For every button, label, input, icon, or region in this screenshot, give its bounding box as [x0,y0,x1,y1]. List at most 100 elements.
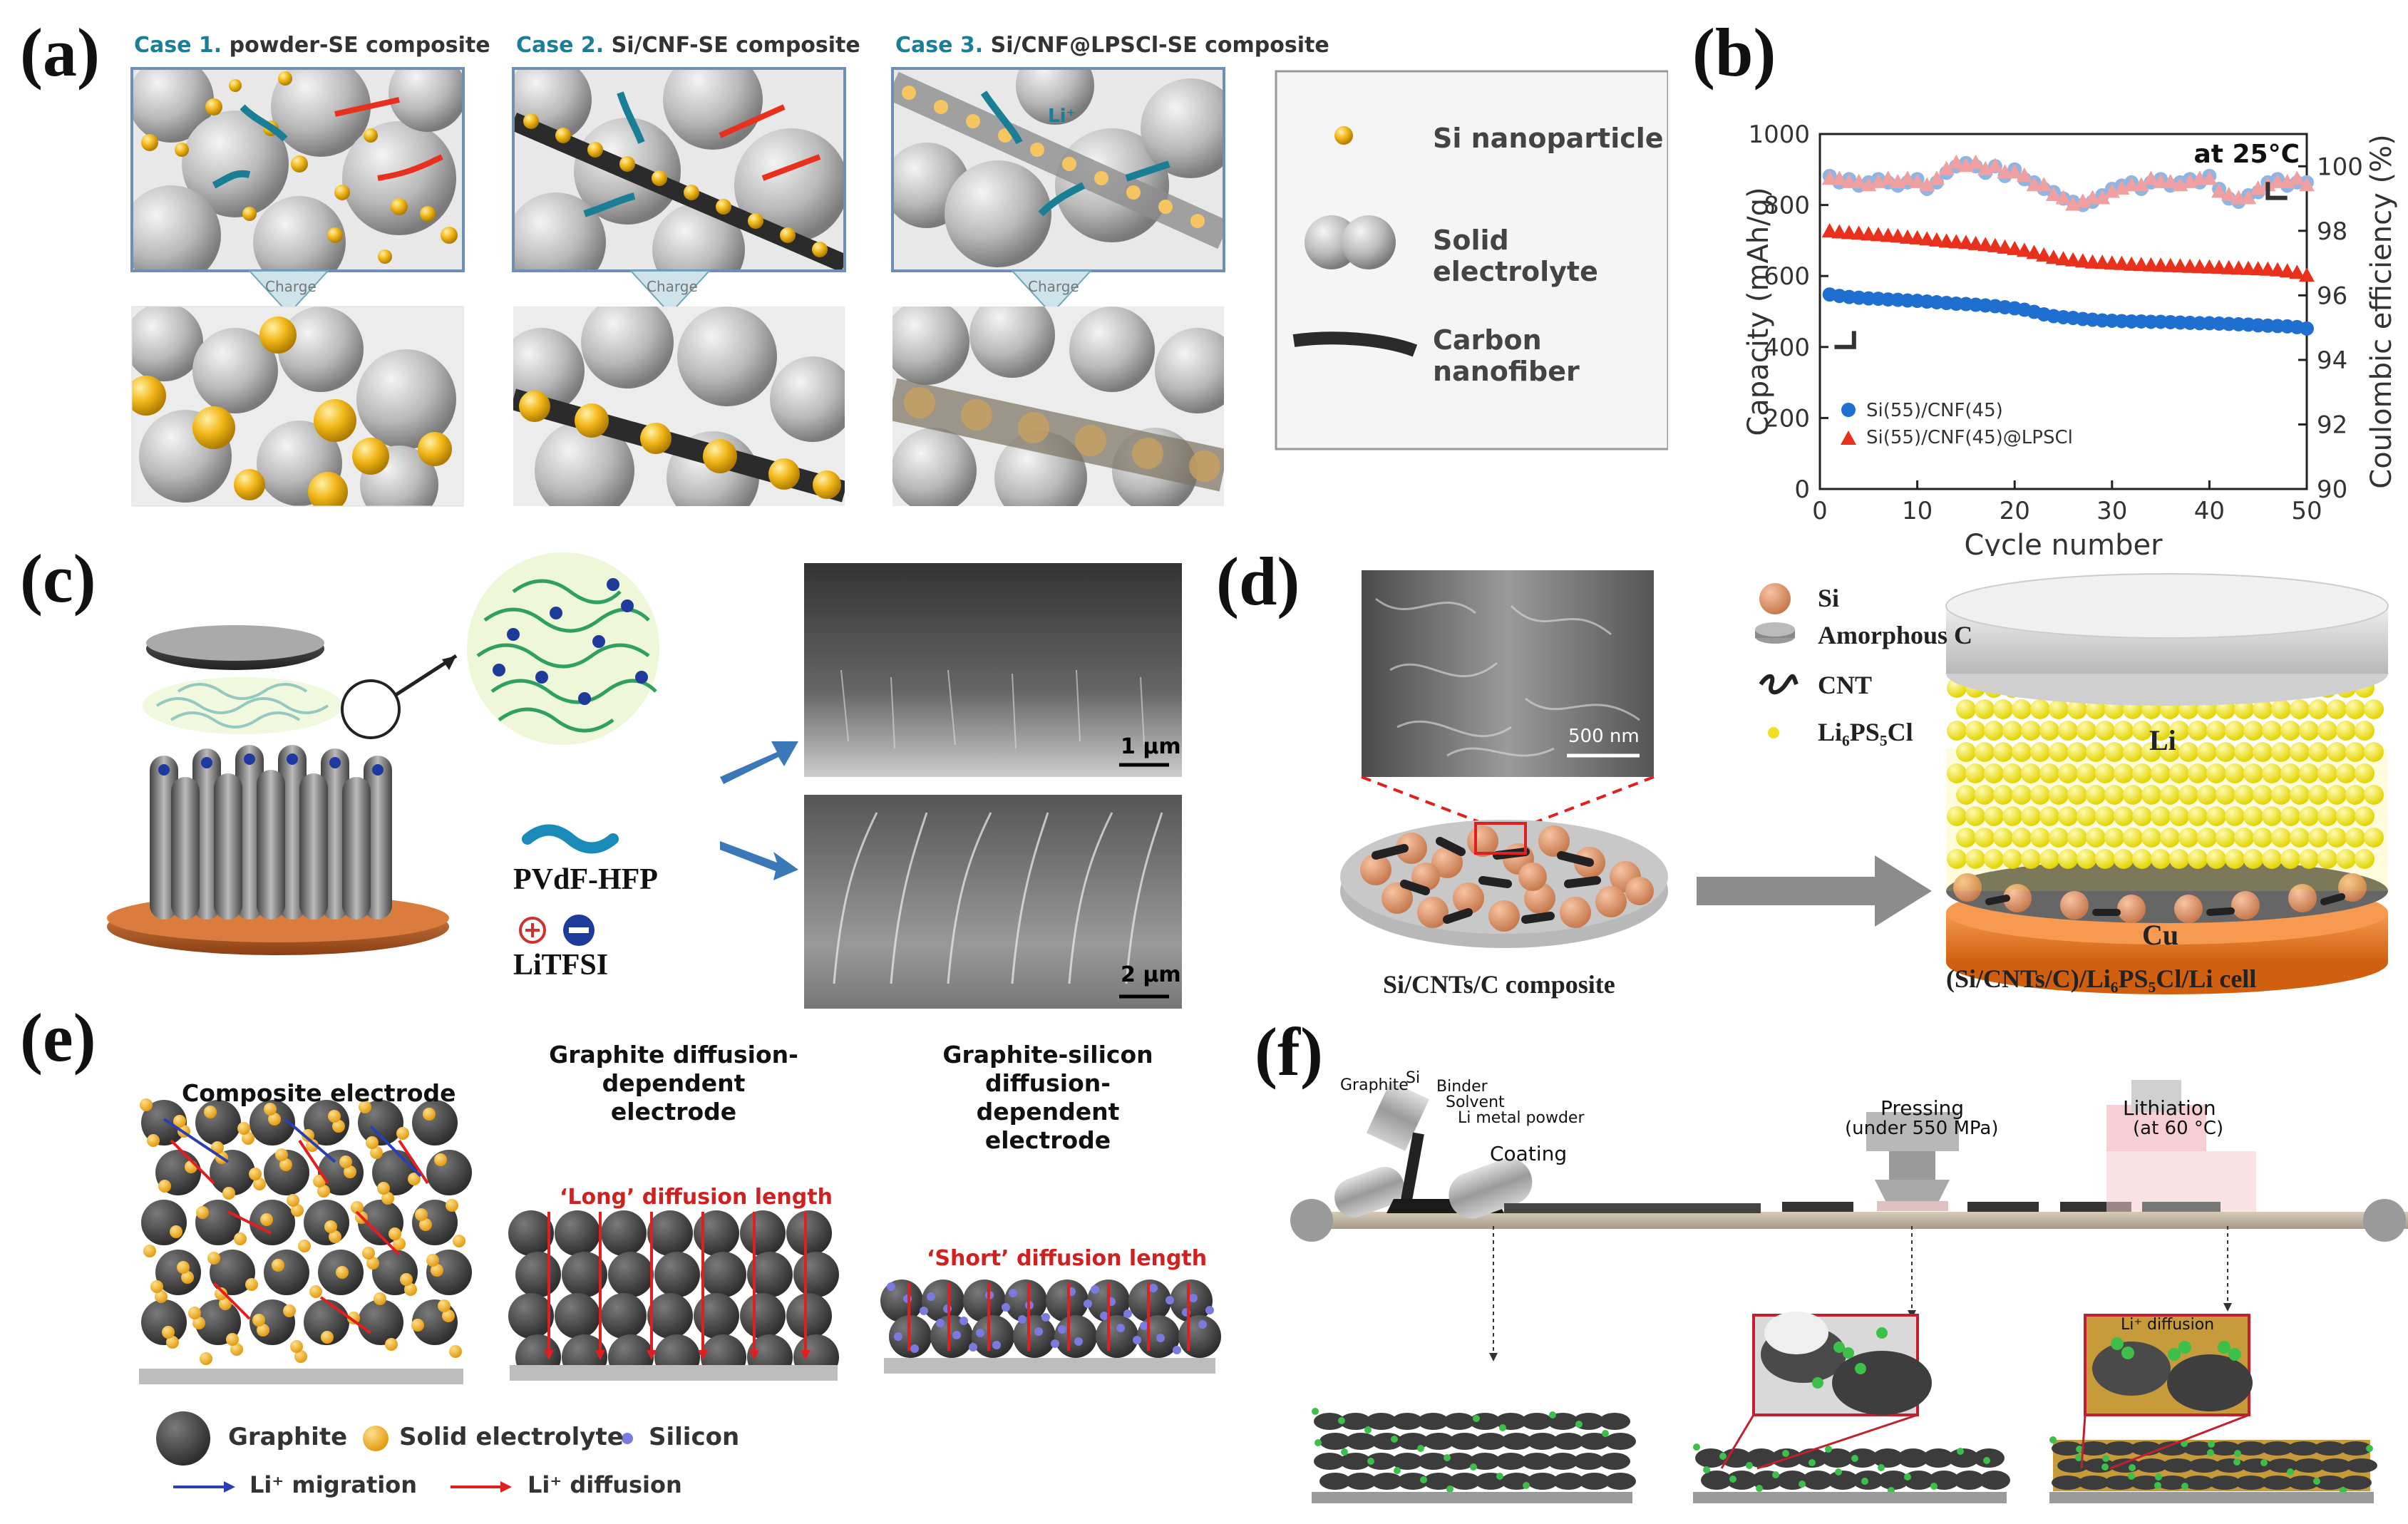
lpscl-particle [2290,699,2310,719]
graphite-particle [601,1210,647,1256]
graphite-flake [2077,1476,2109,1490]
graphite-flake [1314,1453,1345,1470]
se-particle [317,1185,330,1198]
panel-e-illustration [139,1098,1221,1493]
lpscl-particle [2262,849,2282,869]
lpscl-particle [2345,699,2365,719]
lpscl-particle [2262,721,2282,741]
lpscl-particle [1984,806,2004,826]
graphite-flake [2104,1441,2136,1456]
graphite-flake [1423,1433,1455,1450]
graphite-particle [880,1280,923,1322]
lpscl-particle [2355,849,2374,869]
lpscl-particle [2086,742,2106,762]
lpscl-particle [2123,785,2143,805]
graphite-flake [1878,1471,1910,1490]
graphite-particle [141,1299,187,1345]
lpscl-particle [2327,828,2347,848]
se-particle [313,1175,326,1188]
lpscl-particle [2364,785,2384,805]
graphite-flake [2235,1476,2267,1490]
lpscl-particle [2002,763,2022,783]
x-tick-label: 10 [1902,497,1933,525]
lpscl-particle [1956,785,1976,805]
data-point [2143,170,2159,185]
graphite-flake [1573,1453,1605,1470]
lpscl-particle [2067,699,2087,719]
diffusion-arrowhead [647,1350,657,1360]
left-axis-indicator [1834,331,1856,349]
charge-label-2: Charge [647,278,698,295]
se-particle [234,1232,247,1245]
lpscl-particle [2225,763,2245,783]
panel-c-illustration [107,552,1182,1009]
diffusion-arrow [298,1139,329,1185]
graphite-flake [1599,1453,1630,1470]
graphite-particle [515,1252,561,1297]
se-particle [230,1343,243,1356]
si-particle [1364,1426,1372,1433]
graphite-particle [426,1150,472,1195]
lithiation-label: Lithiation [2123,1096,2216,1120]
silicon-particle [992,1341,1001,1349]
silicon-particle [927,1292,935,1301]
lpscl-particle [2345,828,2365,848]
se-particle [181,1271,194,1284]
lpscl-particle [2141,828,2161,848]
se-particle [158,1180,171,1193]
lpscl-particle [2225,849,2245,869]
cu-layer-label: Cu [2142,919,2179,951]
data-point [2007,164,2023,179]
diffusion-arrow [212,1282,251,1320]
silicon-particle [1074,1337,1083,1346]
graphite-flake [1872,1448,1904,1468]
pvdf-swatch [522,824,619,854]
graphite-particle [555,1210,600,1256]
lpscl-particle [2077,806,2096,826]
data-point [1938,233,1955,248]
graphite-particle [701,1252,746,1297]
lpscl-particle [2271,785,2291,805]
se-particle [377,1182,390,1195]
data-point [1987,237,2003,252]
graphite-silicon-electrode-title: Graphite-silicon diffusion-dependent ele… [942,1041,1153,1154]
graphite-flake [1605,1473,1636,1490]
data-point [1977,237,1994,252]
series-3 [1821,154,2315,211]
lpscl-particle [2030,828,2050,848]
se-particle [359,1101,371,1113]
lpscl-particle [2141,785,2161,805]
silicon-particle [1166,1296,1174,1304]
case1-title: Case 1. powder-SE composite [134,33,490,58]
graphite-flake [2288,1476,2320,1490]
lpscl-particle [2317,721,2337,741]
data-point [1880,170,1896,185]
data-point [1861,226,1877,241]
graphite-flake [2314,1441,2346,1456]
graphite-swatch [156,1411,210,1466]
si-particle [2181,1483,2188,1490]
plot-frame [1818,133,2308,490]
graphite-flake [2235,1441,2267,1456]
diffusion-arrowhead [801,1350,811,1360]
solid-electrolyte-swatch-e [363,1426,389,1451]
lithiation-condition: (at 60 °C) [2133,1118,2224,1139]
data-point [1821,222,1838,237]
lpscl-particle [2243,721,2263,741]
graphite-particle [210,1250,255,1295]
data-point [2299,177,2315,192]
graphite-flake [2340,1441,2372,1456]
inset-li-diffusion-label: Li⁺ diffusion [2121,1316,2215,1334]
se-particle [155,1290,168,1303]
graphite-particle [647,1293,693,1339]
lpscl-particle [2280,849,2300,869]
data-point [2221,187,2237,202]
graphite-particle [555,1293,600,1339]
data-point [2016,242,2032,257]
lpscl-particle [1956,742,1976,762]
graphite-flake [1745,1448,1777,1468]
se-particle [400,1273,413,1286]
si-particle [1341,1448,1348,1456]
graphite-particle [1004,1280,1047,1322]
si-particle [1499,1424,1506,1431]
